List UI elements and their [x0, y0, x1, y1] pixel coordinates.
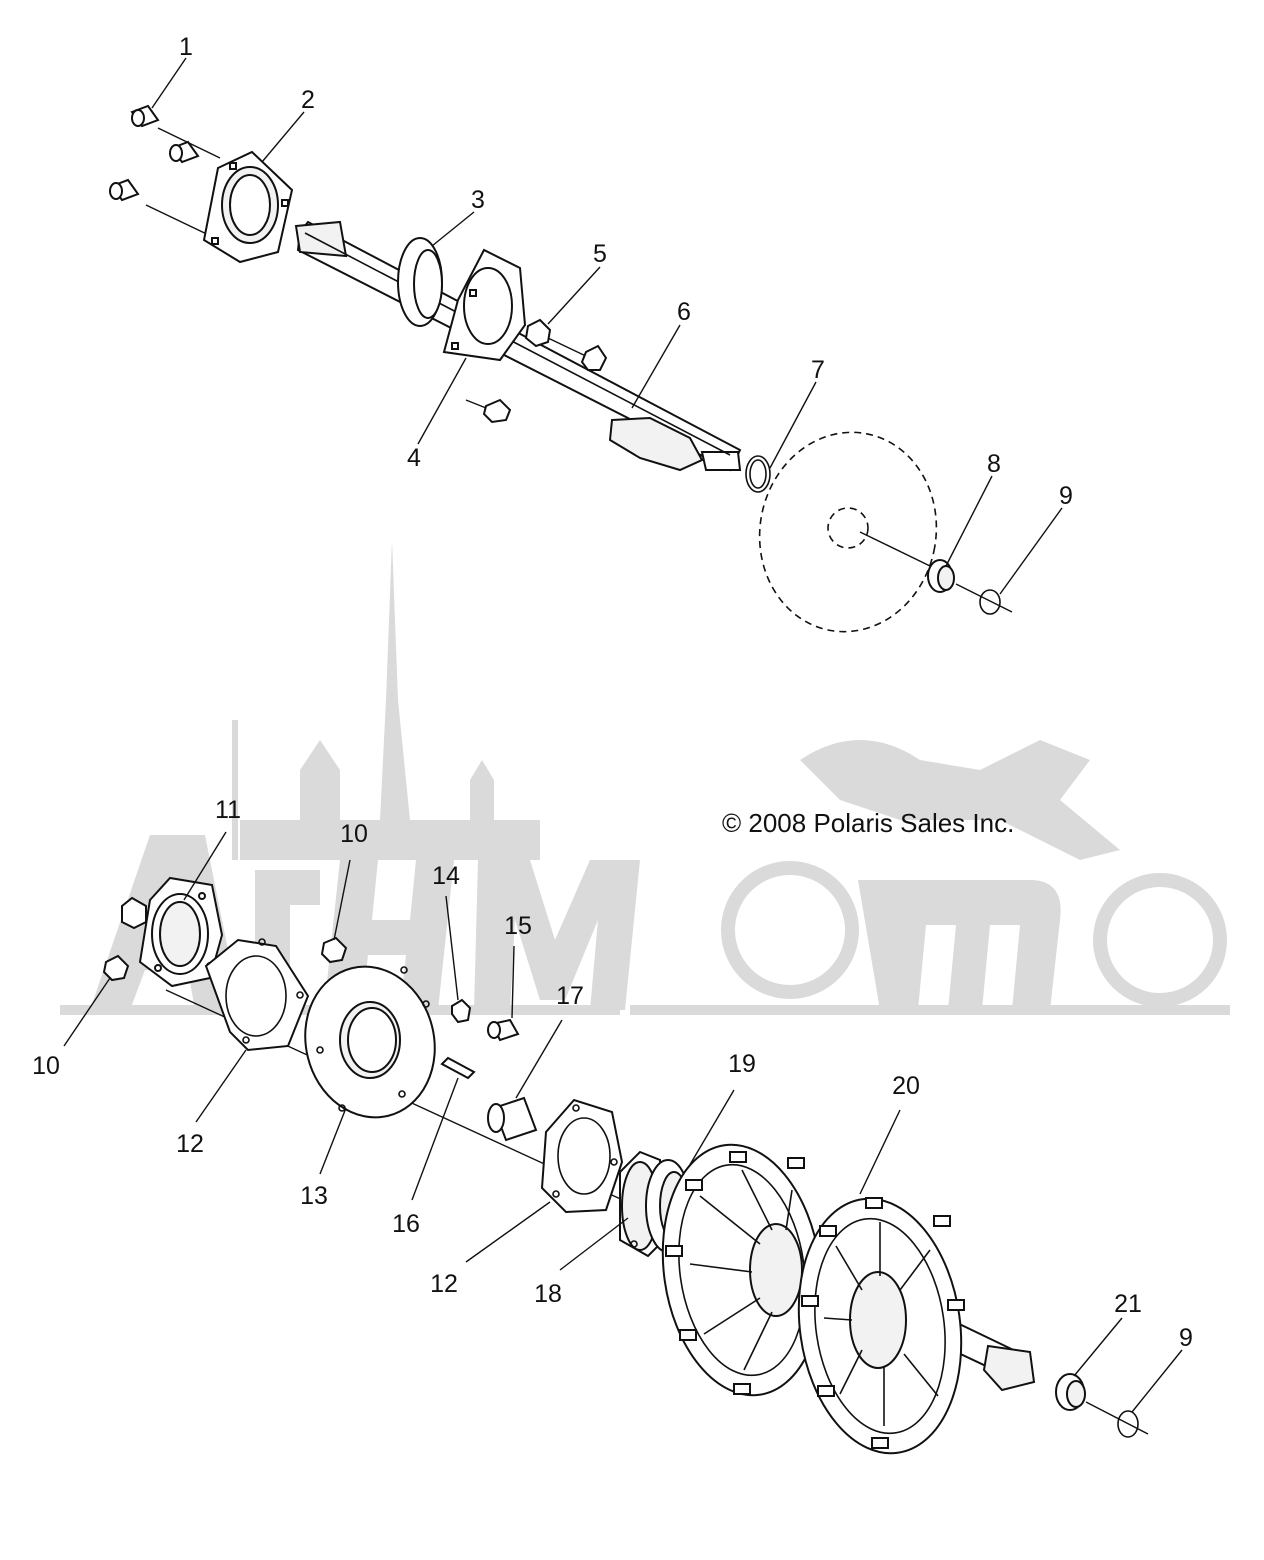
callout-3: 3	[471, 186, 485, 214]
callout-16: 16	[392, 1210, 420, 1238]
leader-lines-top	[151, 57, 1063, 595]
callout-9-lower: 9	[1179, 1324, 1193, 1352]
e-clip-part-9b	[1117, 1410, 1139, 1438]
drive-sprocket-part-20a	[661, 1143, 823, 1397]
nut-part-10b	[102, 954, 130, 982]
callout-10-upper: 10	[340, 820, 368, 848]
callout-labels: 1 2 3 5 6 7 4 8 9 11 10 14 15 17 10 19 2…	[32, 33, 1193, 1352]
bolt-part-15	[487, 1018, 520, 1042]
copyright-notice: © 2008 Polaris Sales Inc.	[722, 808, 1014, 838]
bushing-part-8	[927, 559, 1013, 613]
bearing-flange-plate-part-4	[442, 248, 527, 362]
bolt-part-1c	[109, 178, 216, 239]
callout-4: 4	[407, 444, 421, 472]
gasket-part-12b	[540, 1098, 624, 1214]
nut-part-14	[451, 998, 472, 1024]
lower-driveshaft-assembly	[63, 831, 1183, 1455]
nut-part-10a	[320, 936, 348, 964]
callout-9-upper: 9	[1059, 482, 1073, 510]
callout-1: 1	[179, 33, 193, 61]
bearing-flange-plate-part-2	[202, 150, 294, 264]
bearing-housing-part-11	[121, 876, 224, 988]
jackshaft-part-6	[294, 220, 742, 472]
bushing-part-21	[1055, 1373, 1149, 1435]
callout-14: 14	[432, 862, 460, 890]
nut-part-5a	[524, 318, 608, 371]
clutch-outline-reference	[758, 431, 938, 633]
callout-10-lower: 10	[32, 1052, 60, 1080]
callout-17: 17	[556, 982, 584, 1010]
callout-5: 5	[593, 240, 607, 268]
bolt-part-1b	[169, 140, 200, 164]
callout-15: 15	[504, 912, 532, 940]
drive-sprocket-part-20b	[797, 1197, 965, 1455]
callout-2: 2	[301, 86, 315, 114]
gasket-part-12a	[204, 938, 310, 1052]
callout-11: 11	[215, 796, 241, 824]
callout-12-right: 12	[430, 1270, 458, 1298]
upper-jackshaft-assembly	[109, 57, 1063, 633]
circlip-part-7	[745, 455, 771, 493]
bearing-part-3	[397, 237, 443, 327]
callout-12-left: 12	[176, 1130, 204, 1158]
callout-19: 19	[728, 1050, 756, 1078]
callout-8: 8	[987, 450, 1001, 478]
leader-lines-bottom	[63, 831, 1183, 1413]
nut-part-5b	[465, 398, 512, 424]
callout-21: 21	[1114, 1290, 1142, 1318]
callout-13: 13	[300, 1182, 328, 1210]
e-clip-part-9a	[979, 589, 1001, 615]
callout-6: 6	[677, 298, 691, 326]
bearing-plate-part-13	[304, 965, 436, 1119]
key-part-16	[440, 1056, 476, 1080]
callout-7: 7	[811, 356, 825, 384]
callout-18: 18	[534, 1280, 562, 1308]
callout-20: 20	[892, 1072, 920, 1100]
pin-part-17	[487, 1096, 538, 1142]
